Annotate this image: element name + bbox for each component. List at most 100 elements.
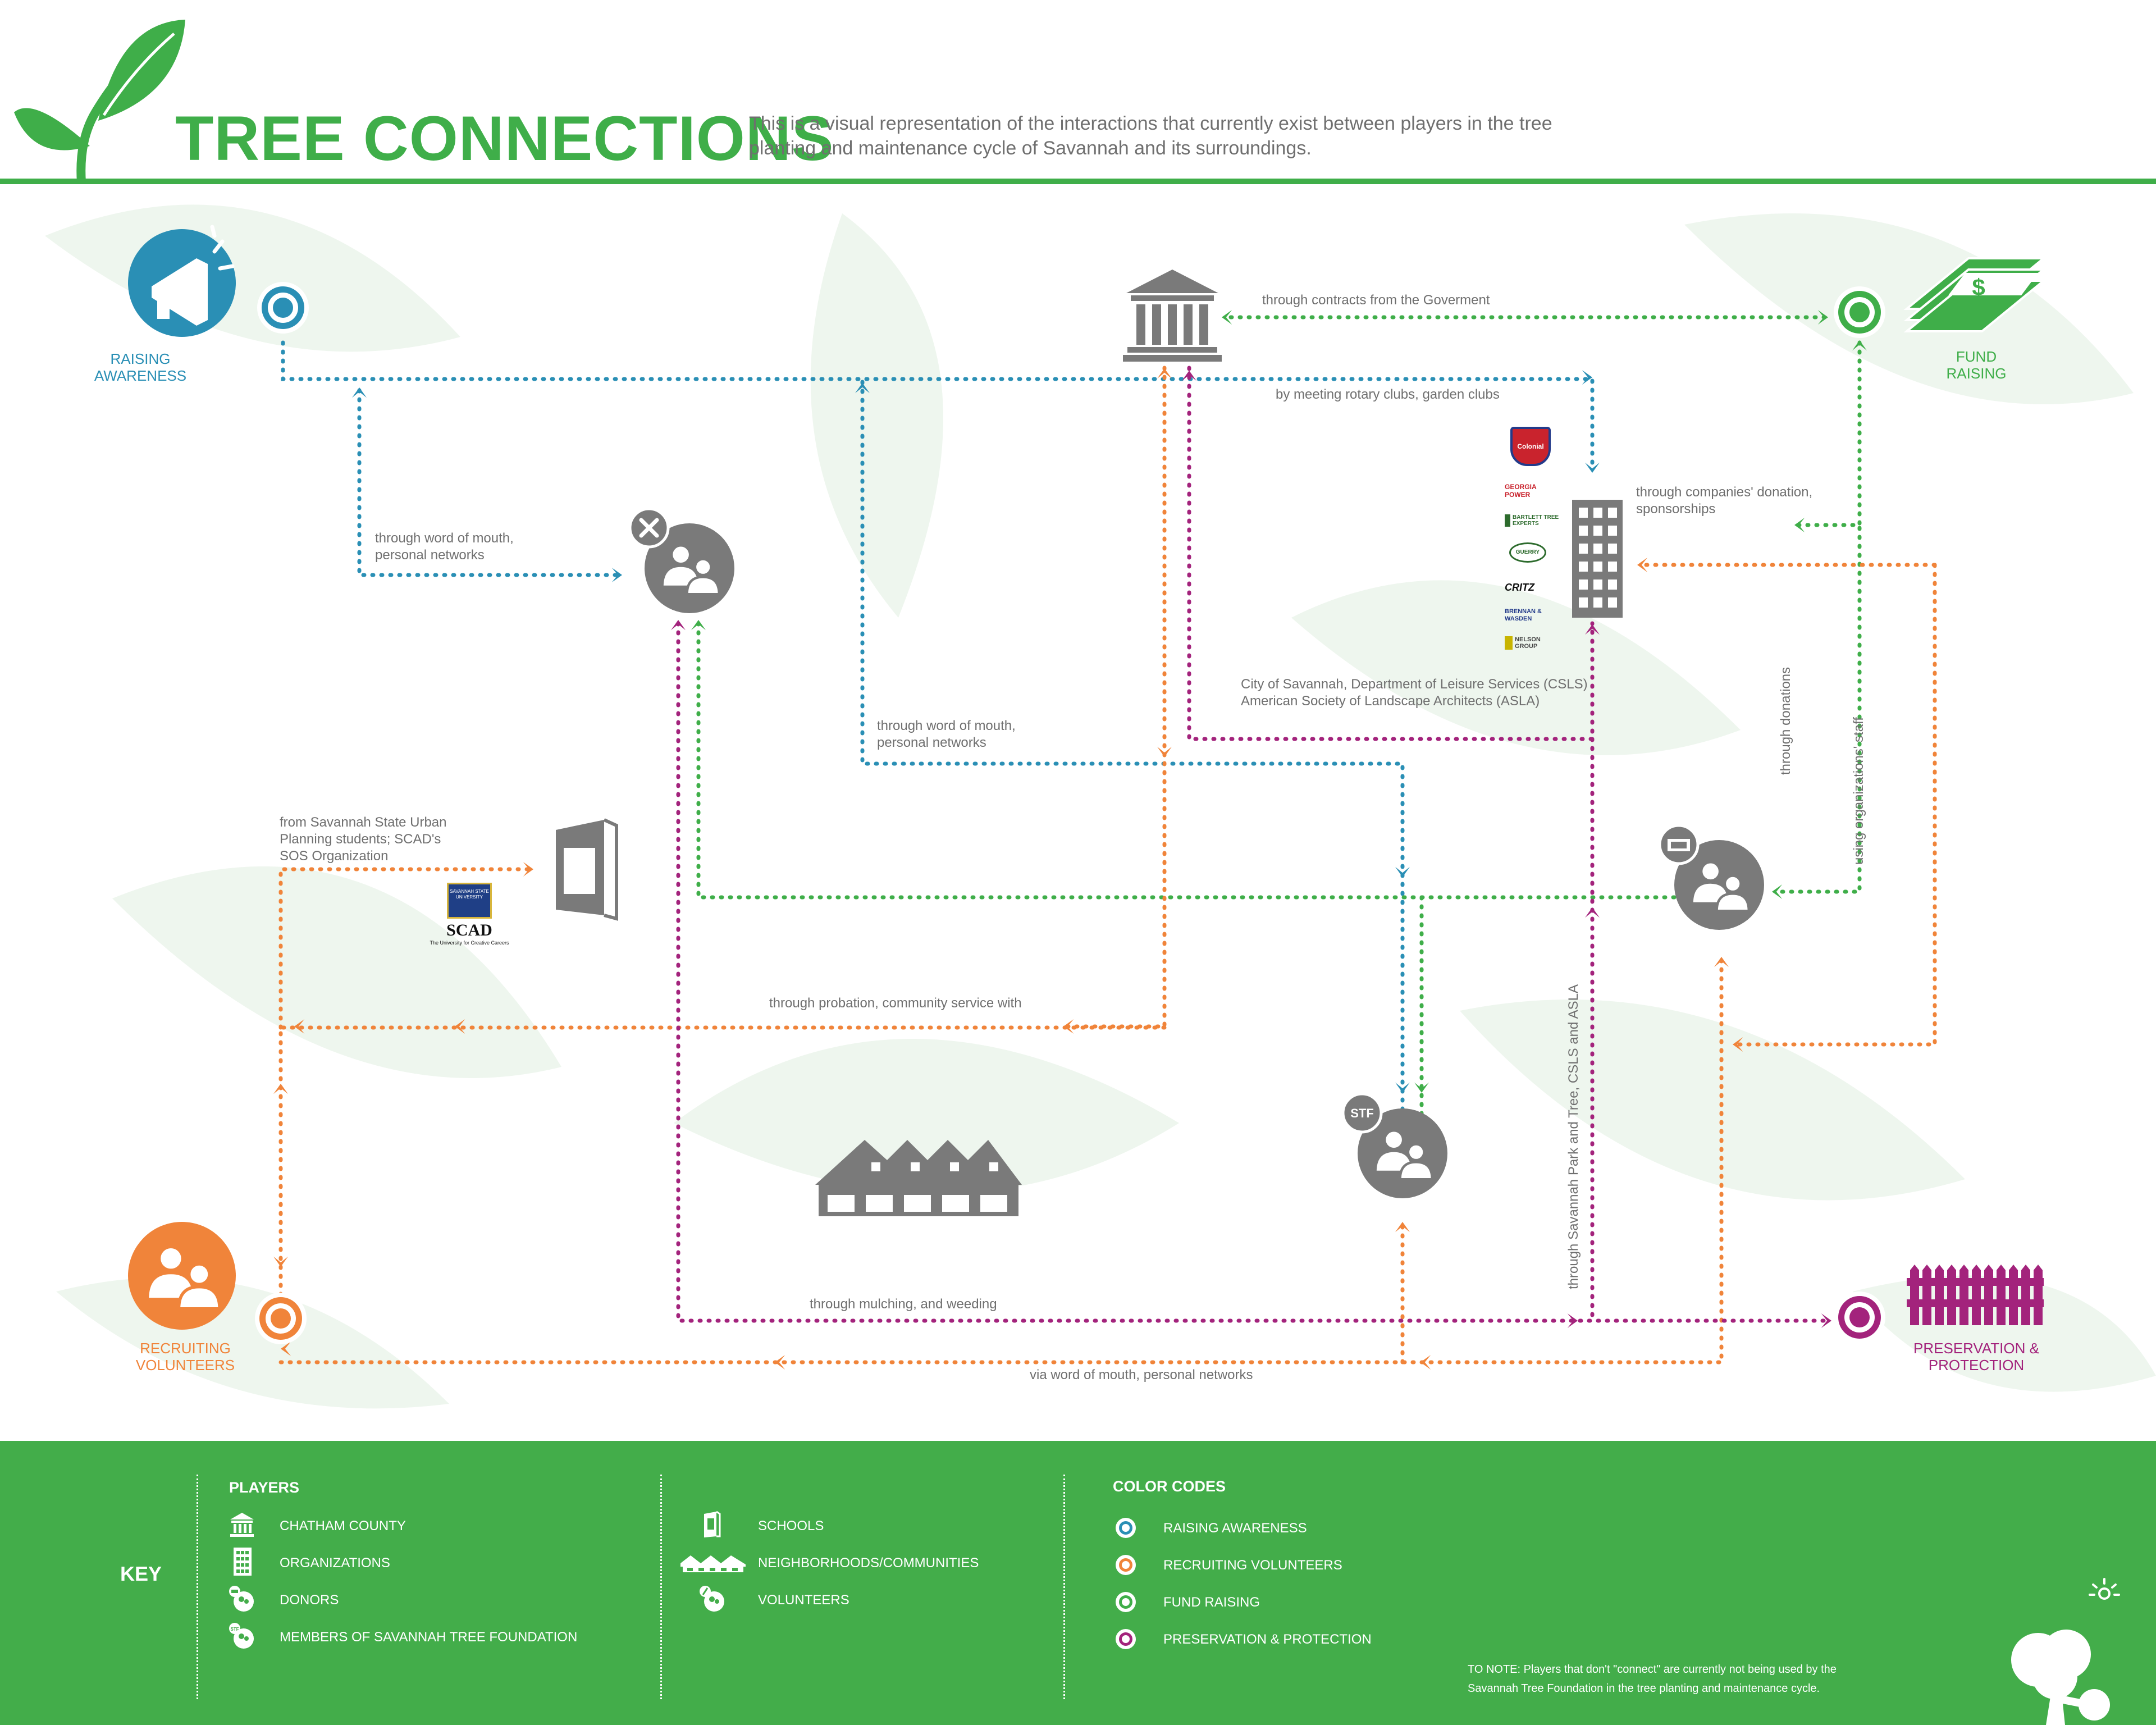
arrow-fund-up <box>1852 340 1867 351</box>
sun-icon <box>2089 1578 2120 1600</box>
edge-label-word-mouth-2: through word of mouth, personal networks <box>877 718 1016 750</box>
edge-label-word-mouth-1: through word of mouth, personal networks <box>375 531 514 563</box>
color-code-label: RECRUITING VOLUNTEERS <box>1163 1558 1342 1573</box>
arrow-purple-members <box>671 620 686 631</box>
arrow-orange-stf <box>1395 1222 1410 1233</box>
arrow-orange-recruit <box>273 1084 288 1094</box>
color-code-swatches <box>1116 1518 1136 1649</box>
arrow-awareness-members <box>611 568 622 582</box>
arrow-awareness-stf <box>1395 1082 1410 1093</box>
arrow-orange-probation <box>1063 1019 1074 1034</box>
arrow-purple-mid <box>1567 1313 1578 1328</box>
edge-awareness-to-stf <box>860 380 1405 1125</box>
arrow-fund-county <box>1222 310 1232 325</box>
color-code-label: FUND RAISING <box>1163 1595 1260 1610</box>
header-rule <box>0 179 2156 184</box>
stf-members-icon: STF <box>229 1623 254 1649</box>
sponsor-logo-guerry: GUERRY <box>1509 542 1546 563</box>
svg-text:$: $ <box>1972 274 1985 300</box>
edge-awareness-to-members <box>357 388 620 577</box>
edge-fund-to-members <box>696 621 1683 900</box>
county-courthouse-icon <box>1123 270 1222 362</box>
office-building-icon <box>234 1548 252 1576</box>
recruiting-volunteers-label: RECRUITING VOLUNTEERS <box>135 1340 235 1373</box>
fence-icon <box>1907 1265 2044 1325</box>
money-stack-icon: $ <box>1903 257 2047 332</box>
courthouse-icon <box>230 1513 254 1537</box>
sponsor-logo-colonial: Colonial <box>1510 427 1551 466</box>
background-leaves <box>45 204 2156 1409</box>
scad-wordmark: SCAD <box>446 921 492 939</box>
preservation-target <box>1834 1292 1885 1343</box>
key-panel: KEY PLAYERS CHATHAM COUNTY ORGANIZATI <box>0 1441 2156 1725</box>
sponsor-logo-bartlett: BARTLETT TREE EXPERTS <box>1505 514 1561 527</box>
page-title: TREE CONNECTIONS <box>175 103 834 174</box>
arrow-orange-probation-2 <box>455 1019 465 1034</box>
arrow-purple-org <box>1585 624 1600 635</box>
arrow-purple-county <box>1182 371 1196 381</box>
scad-logo: SAVANNAH STATE UNIVERSITY SCAD The Unive… <box>424 883 514 946</box>
arrow-awareness-org-down <box>1585 462 1600 473</box>
key-player-label: ORGANIZATIONS <box>280 1555 390 1571</box>
arrow-awareness-up <box>352 387 367 398</box>
stf-badge-text: STF <box>1350 1106 1374 1120</box>
arrow-awareness-up-2 <box>855 383 870 394</box>
edge-org-staff <box>1733 563 1937 1047</box>
volunteers-icon <box>700 1586 724 1612</box>
edge-label-city: City of Savannah, Department of Leisure … <box>1241 677 1588 709</box>
edge-probation <box>278 1025 1167 1311</box>
scad-seal: SAVANNAH STATE UNIVERSITY <box>447 883 492 919</box>
edge-label-schools-from: from Savannah State Urban Planning stude… <box>280 815 447 864</box>
arrow-fund-org <box>1794 518 1805 532</box>
arrow-awareness-stf-mid <box>1395 866 1410 877</box>
key-player-label: NEIGHBORHOODS/COMMUNITIES <box>758 1555 979 1571</box>
arrow-fund-fund <box>1817 310 1828 325</box>
donors-player <box>1658 824 1764 930</box>
edge-label-rotary: by meeting rotary clubs, garden clubs <box>1276 387 1500 402</box>
key-player-label: VOLUNTEERS <box>758 1592 849 1608</box>
arrow-orange-network-2 <box>1420 1355 1431 1370</box>
stf-player: STF <box>1341 1092 1447 1198</box>
edge-label-contracts: through contracts from the Goverment <box>1262 293 1490 308</box>
arrow-orange-recruit-down <box>273 1256 288 1267</box>
color-code-label: RAISING AWARENESS <box>1163 1521 1307 1536</box>
arrow-orange-mid <box>1157 746 1172 757</box>
page-subtitle: This is a visual representation of the i… <box>749 113 1552 159</box>
edge-members-preservation <box>676 621 1834 1323</box>
fund-raising-target <box>1834 286 1885 338</box>
key-player-label: DONORS <box>280 1592 339 1608</box>
svg-text:STF: STF <box>230 1627 239 1632</box>
color-codes-title: COLOR CODES <box>1113 1478 1226 1495</box>
arrow-orange-donors <box>1714 957 1729 968</box>
arrow-fund-donors <box>1772 884 1783 899</box>
recruiting-volunteers-icon <box>128 1222 236 1330</box>
edge-volunteers-county <box>1060 366 1167 1029</box>
preservation-protection-label: PRESERVATION & PROTECTION <box>1913 1340 2039 1373</box>
edge-label-via-word: via word of mouth, personal networks <box>1030 1367 1253 1382</box>
edge-label-park-tree: through Savannah Park and Tree, CSLS and… <box>1566 984 1581 1289</box>
neighborhood-icon <box>680 1555 746 1572</box>
arrow-fund-members <box>691 620 706 631</box>
arrow-orange-staff <box>1733 1037 1743 1052</box>
arrow-fund-stf <box>1414 1082 1429 1093</box>
raising-awareness-target <box>257 282 309 334</box>
key-title: KEY <box>120 1562 162 1585</box>
arrow-orange-schools <box>523 862 533 877</box>
fund-raising-label: FUND RAISING <box>1946 348 2007 382</box>
key-divider-2 <box>660 1475 663 1699</box>
edge-fund-to-org <box>1793 340 1862 527</box>
raising-awareness-label: RAISING AWARENESS <box>94 350 187 384</box>
edge-label-org-staff: using organizations' staff <box>1851 717 1866 865</box>
key-note: TO NOTE: Players that don't "connect" ar… <box>1468 1663 1837 1695</box>
sponsor-logo-georgia-power: GEORGIA POWER <box>1505 483 1537 499</box>
megaphone-icon <box>128 225 236 337</box>
neighborhood-houses-icon <box>815 1140 1022 1216</box>
edge-label-probation: through probation, community service wit… <box>769 996 1022 1011</box>
edge-label-mulching: through mulching, and weeding <box>810 1297 997 1312</box>
arrow-orange-network <box>775 1355 785 1370</box>
arrow-orange-volunteers <box>281 1341 291 1356</box>
color-code-label: PRESERVATION & PROTECTION <box>1163 1632 1372 1647</box>
arrow-orange-probation-3 <box>294 1019 305 1034</box>
